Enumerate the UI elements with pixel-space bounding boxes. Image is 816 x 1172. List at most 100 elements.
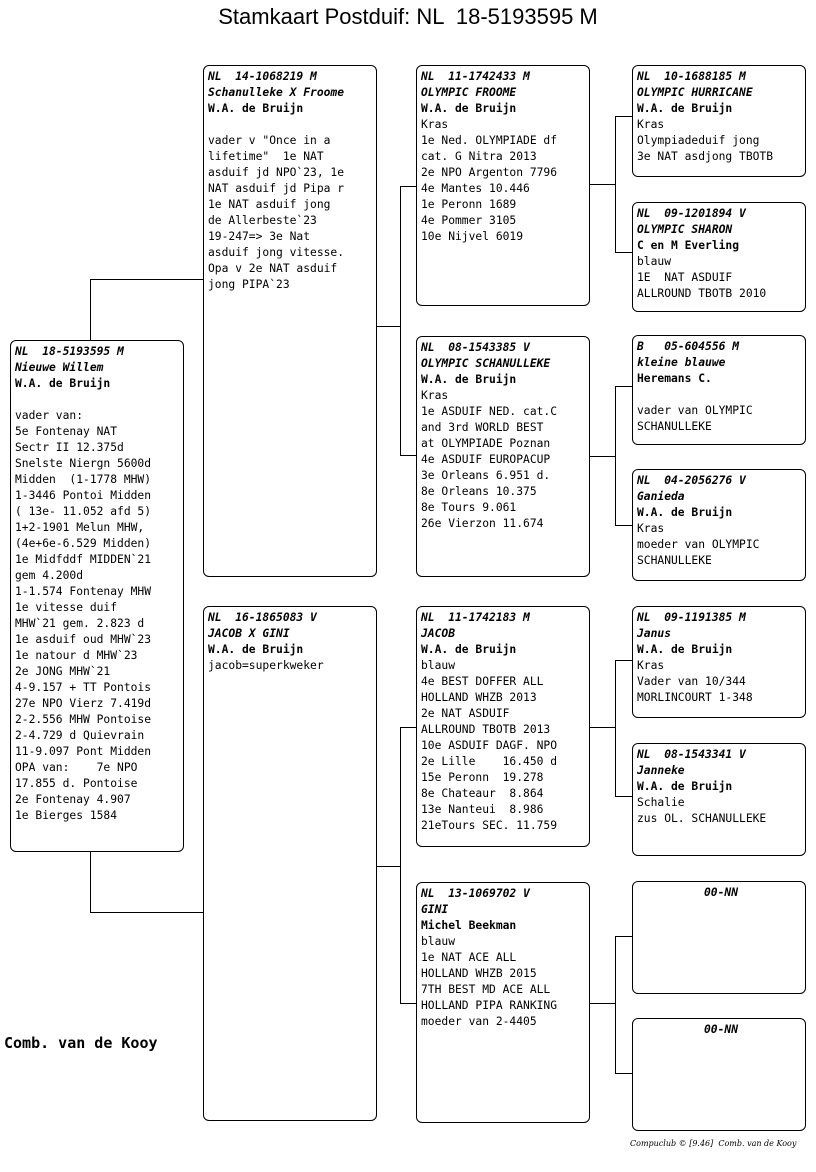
connector-line xyxy=(615,525,633,526)
connector-line xyxy=(615,936,616,1074)
connector-line xyxy=(615,116,616,253)
connector-line xyxy=(90,912,204,913)
note-line: 11-9.097 Pont Midden xyxy=(15,745,152,758)
breeder-name: Michel Beekman xyxy=(421,919,517,932)
pigeon-card-ddd[interactable]: 00-NN xyxy=(632,1018,806,1131)
note-line: vader van OLYMPIC xyxy=(637,404,753,417)
note-line: Olympiadeduif jong xyxy=(637,134,760,147)
connector-line xyxy=(615,936,633,937)
connector-line xyxy=(615,252,633,253)
note-line: NAT asduif jd Pipa r xyxy=(208,182,345,195)
connector-line xyxy=(400,186,401,456)
pigeon-name: JACOB xyxy=(421,627,456,640)
note-line: gem 4.200d xyxy=(15,569,84,582)
ring-number: NL 16-1865083 V xyxy=(208,611,317,624)
note-line: 1e Peronn 1689 xyxy=(421,198,517,211)
note-line: 1e Ned. OLYMPIADE df xyxy=(421,134,558,147)
note-line: 4e Pommer 3105 xyxy=(421,214,517,227)
note-line: Vader van 10/344 xyxy=(637,675,746,688)
note-line xyxy=(15,392,183,408)
breeder-name: W.A. de Bruijn xyxy=(421,373,517,386)
note-line: 2-4.729 d Quievrain xyxy=(15,729,145,742)
connector-line xyxy=(376,866,400,867)
note-line xyxy=(208,117,376,133)
note-line: asduif jd NPO`23, 1e xyxy=(208,166,345,179)
note-line: blauw xyxy=(421,935,456,948)
breeder-name: W.A. de Bruijn xyxy=(421,102,517,115)
note-line: 10e Nijvel 6019 xyxy=(421,230,524,243)
note-line: 2e Lille 16.450 d xyxy=(421,755,558,768)
breeder-name: C en M Everling xyxy=(637,239,740,252)
note-line: Opa v 2e NAT asduif xyxy=(208,262,338,275)
note-line: SCHANULLEKE xyxy=(637,554,712,567)
note-line: 1e asduif oud MHW`23 xyxy=(15,633,152,646)
connector-line xyxy=(400,455,417,456)
ring-number: NL 08-1543341 V xyxy=(637,748,746,761)
connector-line xyxy=(400,727,401,1004)
connector-line xyxy=(615,660,616,797)
note-line: blauw xyxy=(421,659,456,672)
note-line: MHW`21 gem. 2.823 d xyxy=(15,617,145,630)
breeder-name: W.A. de Bruijn xyxy=(637,643,733,656)
note-line: HOLLAND WHZB 2015 xyxy=(421,967,537,980)
connector-line xyxy=(615,386,633,387)
connector-line xyxy=(400,1003,417,1004)
note-line: (4e+6e-6.529 Midden) xyxy=(15,537,152,550)
ring-number: NL 09-1191385 M xyxy=(637,611,746,624)
connector-line xyxy=(400,727,417,728)
page-title: Stamkaart Postduif: NL 18-5193595 M xyxy=(218,4,598,29)
breeder-name: W.A. de Bruijn xyxy=(208,643,304,656)
note-line: 2-2.556 MHW Pontoise xyxy=(15,713,152,726)
note-line: Schalie xyxy=(637,796,685,809)
connector-line xyxy=(615,660,633,661)
ring-number: NL 14-1068219 M xyxy=(208,70,317,83)
note-line: de Allerbeste`23 xyxy=(208,214,317,227)
note-line: Kras xyxy=(637,118,665,131)
breeder-name: W.A. de Bruijn xyxy=(637,506,733,519)
note-line: Kras xyxy=(421,389,449,402)
pigeon-name: Janus xyxy=(637,627,672,640)
note-line: 8e Orleans 10.375 xyxy=(421,485,537,498)
note-line: cat. G Nitra 2013 xyxy=(421,150,537,163)
note-line: 3e Orleans 6.951 d. xyxy=(421,469,551,482)
note-line: 1e Bierges 1584 xyxy=(15,809,118,822)
note-line: 1e vitesse duif xyxy=(15,601,118,614)
pigeon-card-sss[interactable]: NL 10-1688185 M OLYMPIC HURRICANE W.A. de … xyxy=(632,65,806,177)
connector-line xyxy=(376,326,400,327)
note-line: Kras xyxy=(421,118,449,131)
breeder-name: W.A. de Bruijn xyxy=(421,643,517,656)
note-line xyxy=(637,387,805,403)
note-line: 19-247=> 3e Nat xyxy=(208,230,311,243)
note-line: 5e Fontenay NAT xyxy=(15,425,118,438)
note-line: lifetime" 1e NAT xyxy=(208,150,324,163)
note-line: 1+2-1901 Melun MHW, xyxy=(15,521,145,534)
breeder-name: W.A. de Bruijn xyxy=(637,102,733,115)
connector-line xyxy=(589,1003,615,1004)
note-line: 1E NAT ASDUIF xyxy=(637,271,733,284)
ring-number: NL 10-1688185 M xyxy=(637,70,746,83)
note-line: 8e Chateaur 8.864 xyxy=(421,787,544,800)
pigeon-name: GINI xyxy=(421,903,449,916)
connector-line xyxy=(589,184,615,185)
connector-line xyxy=(615,796,633,797)
pigeon-card-dds[interactable]: 00-NN xyxy=(632,881,806,994)
pigeon-name: Nieuwe Willem xyxy=(15,361,104,374)
note-line: ALLROUND TBOTB 2010 xyxy=(637,287,767,300)
connector-line xyxy=(615,1073,633,1074)
pigeon-name: OLYMPIC HURRICANE xyxy=(637,86,753,99)
connector-line xyxy=(400,186,417,187)
connector-line xyxy=(589,727,615,728)
ring-number: NL 11-1742183 M xyxy=(421,611,530,624)
